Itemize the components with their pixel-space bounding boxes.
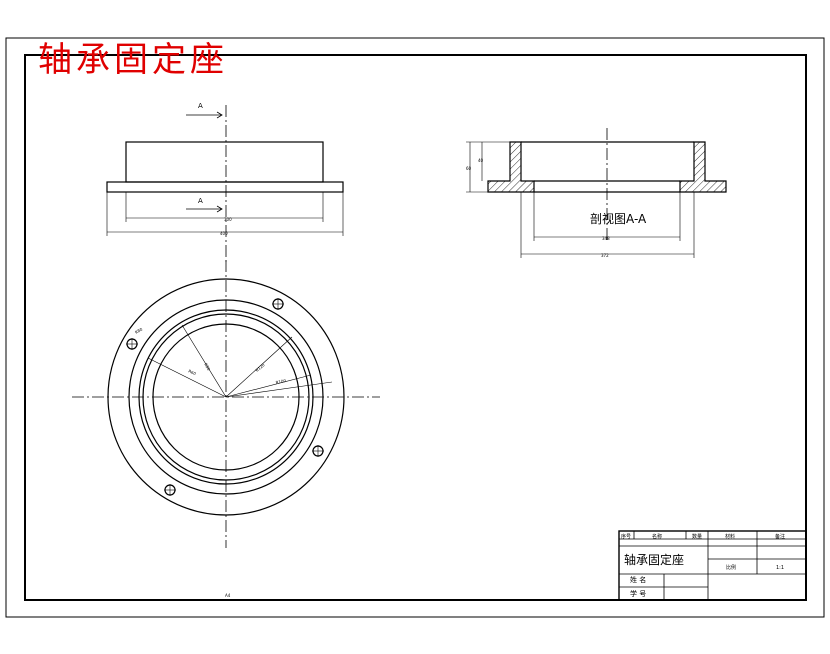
- tb-student-id-label: 学 号: [630, 589, 646, 598]
- tb-scale-label: 比例: [726, 564, 736, 571]
- tb-header-cell: 数量: [692, 533, 702, 540]
- radius-label: R60: [188, 368, 198, 376]
- tb-scale-value: 1:1: [776, 565, 784, 571]
- front-view: [106, 105, 344, 262]
- sheet-mark: A4: [225, 593, 231, 598]
- dim-section-height-outer: 60: [466, 166, 472, 171]
- bolt-hole: [312, 445, 324, 457]
- radius-label: R80: [203, 362, 211, 372]
- dim-section-height-inner: 40: [478, 158, 484, 163]
- section-marker-top: A: [198, 102, 203, 110]
- bolt-hole: [164, 484, 176, 496]
- inner-frame: [24, 54, 807, 601]
- bolt-hole: [272, 298, 284, 310]
- dim-section-outer: 372: [601, 253, 609, 258]
- tb-header-cell: 序号: [621, 533, 631, 540]
- plan-view: [72, 260, 380, 548]
- dim-section-inner: 348: [602, 236, 610, 241]
- tb-header-cell: 材料: [725, 533, 735, 540]
- section-view-label: 剖视图A-A: [590, 211, 647, 226]
- overlay-title: 轴承固定座: [38, 40, 228, 80]
- radius-label: R100: [275, 378, 287, 385]
- radius-label: R120: [254, 362, 266, 373]
- section-view: [466, 128, 727, 258]
- tb-header-cell: 名称: [652, 533, 662, 540]
- title-block: [618, 530, 807, 601]
- tb-header-cell: 备注: [775, 533, 785, 540]
- tb-part-name: 轴承固定座: [624, 552, 684, 567]
- radius-label: R80: [134, 326, 144, 334]
- dim-front-inner: 300: [224, 217, 232, 222]
- outer-border: [5, 37, 825, 618]
- dim-front-outer: 400: [220, 231, 228, 236]
- bolt-hole: [126, 338, 138, 350]
- tb-name-label: 姓 名: [630, 575, 646, 584]
- section-marker-bottom: A: [198, 197, 203, 205]
